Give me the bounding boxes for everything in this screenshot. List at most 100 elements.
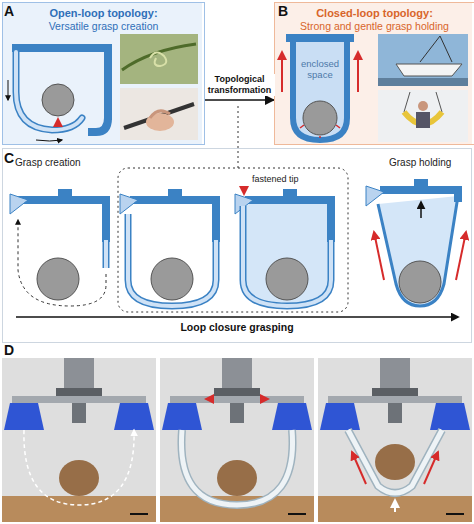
photo-3-part <box>328 396 462 403</box>
photo-1-part <box>2 358 156 522</box>
photo-3-part <box>318 496 472 522</box>
vine-photo-part <box>120 34 198 84</box>
closed-loop-gripper-part <box>293 42 347 140</box>
photo-3 <box>318 358 472 522</box>
panel-letter: B <box>278 3 288 20</box>
photo-3-part <box>430 403 470 430</box>
closed-loop-gripper-part <box>357 52 359 92</box>
vine-photo-part <box>122 44 196 70</box>
stage-2-part <box>168 189 182 197</box>
boat-photo <box>378 34 468 86</box>
stage-4 <box>366 179 466 306</box>
photo-2-part <box>288 513 306 515</box>
photo-1 <box>2 358 156 522</box>
open-loop-gripper-part <box>12 44 112 52</box>
open-loop-gripper-part <box>36 140 62 141</box>
open-loop-gripper-part <box>57 119 59 126</box>
boat-photo-part <box>440 36 452 62</box>
progress-arrow <box>16 317 458 318</box>
panel: Open-loop topology:Versatile grasp creat… <box>2 2 205 145</box>
photo-3-part <box>375 444 415 480</box>
photo-1-part <box>130 513 148 515</box>
photo-1-part <box>12 396 146 403</box>
photo-1-part <box>56 388 102 396</box>
photo-1-part <box>59 460 99 496</box>
stage-3-part <box>245 196 335 204</box>
stage-2-part <box>212 196 220 242</box>
stage-3-part <box>243 204 331 306</box>
panel-heading: Open-loop topology: <box>3 7 204 20</box>
stage-1-part <box>10 194 28 214</box>
stage-3 <box>235 187 335 306</box>
sling-photo-part <box>418 101 428 111</box>
photo-1-part <box>114 403 154 430</box>
stage-1-part <box>104 240 108 268</box>
stage-1 <box>10 189 110 306</box>
stage-4-part <box>414 179 428 187</box>
stage-2-part <box>130 196 220 204</box>
vine-photo-part <box>150 52 166 66</box>
edge-label: Topological transformation <box>205 74 275 96</box>
photo-3-part <box>380 358 410 388</box>
stage-2-part <box>128 214 216 306</box>
panel: Closed-loop topology:Strong and gentle g… <box>274 2 474 145</box>
photo-3-part <box>372 388 418 396</box>
photo-2-part <box>214 388 260 396</box>
photo-3-part <box>318 358 472 522</box>
stage-1-part <box>37 258 79 300</box>
closed-loop-gripper-part <box>286 34 354 42</box>
photo-2-part <box>170 396 304 403</box>
stage-4-part <box>366 186 384 206</box>
closed-loop-gripper-part <box>300 125 304 128</box>
boat-photo-part <box>396 64 462 76</box>
photo-2-part <box>222 358 252 388</box>
photo-3-part <box>348 430 442 493</box>
vine-photo <box>120 34 198 84</box>
closed-loop-gripper-part <box>319 136 321 138</box>
stage-2 <box>120 189 220 306</box>
photo-1-part <box>64 358 94 388</box>
stage-2-part <box>151 258 193 300</box>
photo-1-part <box>4 403 44 430</box>
stage-4-part <box>399 261 441 303</box>
stage-4-part <box>378 196 458 306</box>
photo-3-part <box>424 452 438 484</box>
stage-3-part <box>283 189 297 197</box>
open-loop-gripper-part <box>42 84 74 116</box>
photo-1-part <box>72 403 86 423</box>
photo-3-part <box>388 403 402 423</box>
open-loop-gripper-part <box>8 80 9 100</box>
boat-photo-part <box>378 78 468 86</box>
closed-loop-gripper-part <box>336 125 340 128</box>
stage-3-part <box>266 258 308 300</box>
boat-photo-part <box>420 36 440 62</box>
panel-subheading: Grasp holding <box>389 157 451 169</box>
panel: Grasp creationGrasp holding <box>2 148 472 343</box>
stage-1-part <box>18 196 110 204</box>
open-loop-gripper-part <box>88 118 108 132</box>
photo-1-part <box>2 496 156 522</box>
stage-4-part <box>420 202 422 218</box>
closed-loop-gripper-part <box>303 101 337 135</box>
photo-2-part <box>272 403 312 430</box>
hand-photo <box>120 88 198 140</box>
closed-loop-gripper-part <box>281 52 283 92</box>
photo-2 <box>160 358 314 522</box>
photo-3-part <box>446 513 464 515</box>
panel-subheading: Versatile grasp creation <box>3 20 204 33</box>
stage-3-part <box>327 196 335 242</box>
callout-label: fastened tip <box>252 174 299 185</box>
photo-3-part <box>320 403 360 430</box>
stage-3-part <box>243 187 245 194</box>
open-loop-gripper-part <box>16 52 82 130</box>
sling-photo-part <box>378 90 468 142</box>
sling-photo <box>378 90 468 142</box>
transformation-link-part <box>238 106 239 168</box>
sling-photo-part <box>436 92 442 112</box>
stage-2-part <box>128 214 216 306</box>
sling-photo-part <box>416 112 430 128</box>
photo-2-part <box>181 430 292 505</box>
stage-1-part <box>102 196 110 242</box>
stage-4-part <box>380 186 462 194</box>
